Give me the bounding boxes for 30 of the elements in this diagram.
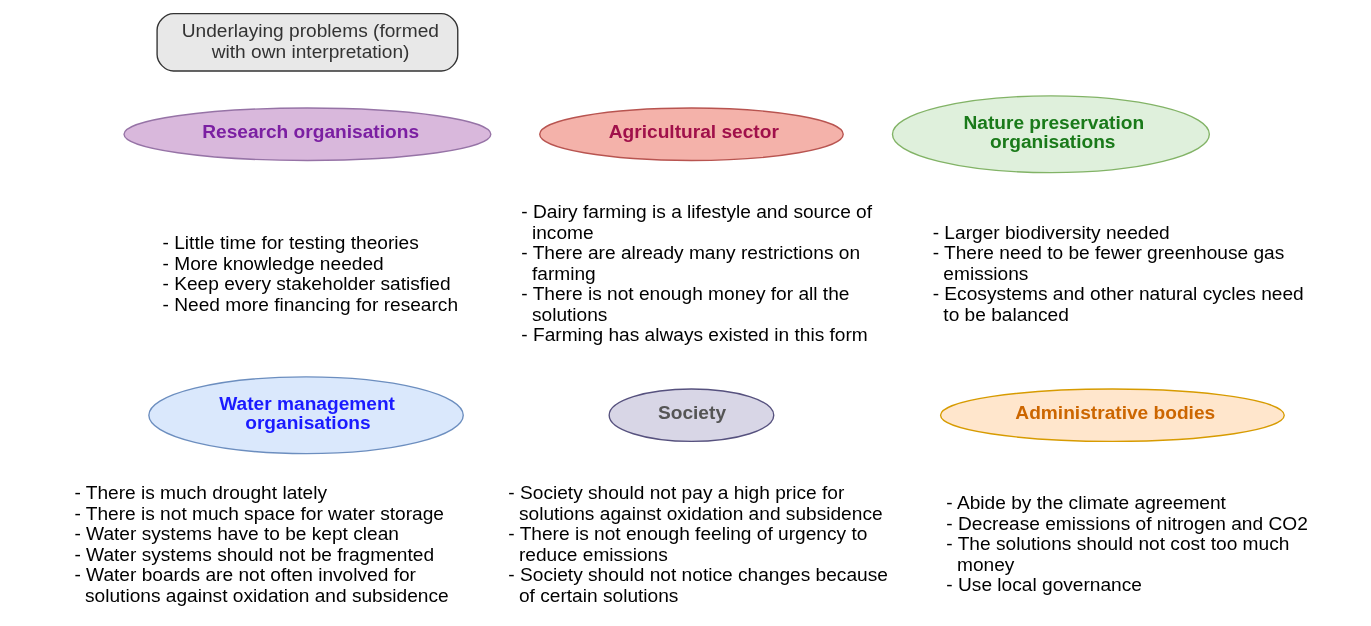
node-label: - There need to be fewer greenhouse gas emissions — [932, 242, 1284, 284]
node-label: - Farming has always existed in this form — [520, 324, 868, 346]
node-ellipse: Society — [608, 388, 774, 443]
node-ellipse: Water management organisations — [147, 376, 464, 455]
node-label: - Need more financing for research — [162, 293, 458, 315]
node-ellipse: Agricultural sector — [538, 107, 844, 162]
node-label: - Water boards are not often involved for solutions against oxidation and subsidence — [73, 564, 449, 606]
node-label: - There are already many restrictions on farming — [520, 242, 860, 284]
node-ellipse: Nature preservation organisations — [891, 95, 1210, 174]
node-label: - Abide by the climate agreement — [945, 492, 1226, 514]
node-label: - Keep every stakeholder satisfied — [162, 273, 451, 295]
node-label: - Water systems have to be kept clean — [73, 523, 399, 545]
node-label: - Dairy farming is a lifestyle and source of income — [520, 201, 872, 243]
node-label: - There is not enough feeling of urgency to reduce emissions — [507, 523, 867, 565]
node-box: Underlaying problems (formed with own interpretation) — [155, 12, 458, 72]
node-ellipse: Research organisations — [122, 107, 491, 162]
node-label: - Decrease emissions of nitrogen and CO2 — [945, 512, 1308, 534]
node-label: - Use local governance — [945, 574, 1142, 596]
node-label: - Little time for testing theories — [162, 232, 419, 254]
node-label: - The solutions should not cost too much money — [945, 533, 1289, 575]
node-label: - Society should not pay a high price for solutions against oxidation and subsidence — [507, 482, 883, 524]
node-label: - More knowledge needed — [162, 252, 384, 274]
node-label: - There is not much space for water storage — [73, 502, 444, 524]
node-label: - Society should not notice changes because of certain solutions — [507, 564, 888, 606]
node-label: - There is much drought lately — [73, 482, 327, 504]
node-label: - Larger biodiversity needed — [932, 221, 1170, 243]
node-ellipse: Administrative bodies — [939, 388, 1285, 443]
node-label: - There is not enough money for all the solutions — [520, 283, 849, 325]
node-label: - Water systems should not be fragmented — [73, 543, 434, 565]
node-label: - Ecosystems and other natural cycles need to be balanced — [932, 283, 1304, 325]
